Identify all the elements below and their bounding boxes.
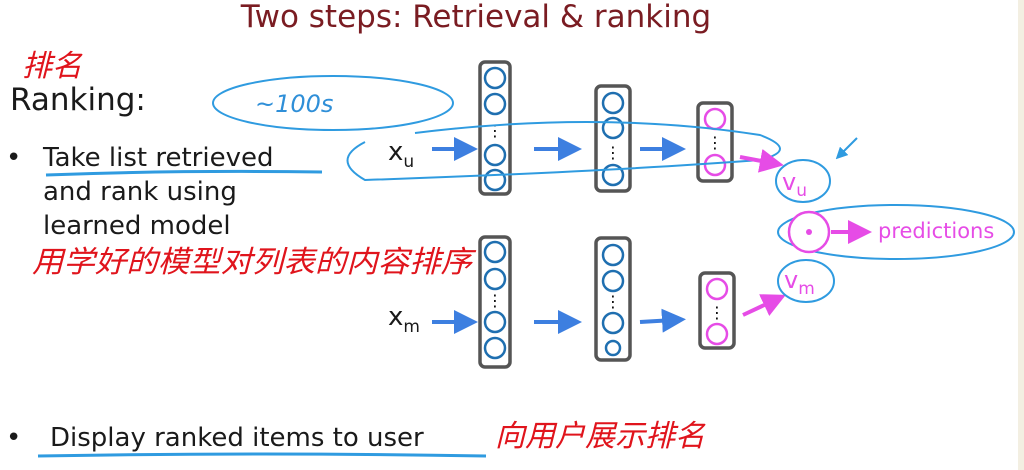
annotation-vu-circle: [775, 159, 831, 203]
movie-layer-3: ⋮: [698, 271, 736, 350]
bullet-1-line-2: and rank using: [43, 177, 237, 207]
svg-text:⋮: ⋮: [605, 292, 621, 311]
user-vector-label: vu: [782, 168, 807, 201]
bullet-1-line-3: learned model: [43, 211, 231, 241]
annotation-ranking-cn: 排名: [22, 49, 83, 84]
annotation-vm-circle: [777, 259, 835, 303]
underline-display: [37, 452, 487, 458]
user-layer-2: ⋮: [594, 84, 632, 193]
bullet-glyph: •: [6, 423, 21, 453]
bullet-glyph: •: [6, 143, 21, 173]
window-edge: [1018, 0, 1024, 470]
dot-product-dot: [806, 229, 812, 235]
annotation-arrow-icon: [835, 137, 858, 160]
svg-text:⋮: ⋮: [707, 133, 723, 152]
arrow-icon: [742, 294, 786, 317]
user-layer-3: ⋮: [696, 101, 734, 183]
arrow-icon: [639, 308, 686, 333]
svg-text:⋮: ⋮: [487, 291, 503, 310]
user-input-label: xu: [388, 137, 414, 172]
slide-title: Two steps: Retrieval & ranking: [240, 0, 711, 35]
annotation-display-note-cn: 向用户展示排名: [495, 419, 706, 454]
section-heading: Ranking:: [10, 82, 146, 118]
annotation-count-ellipse: [212, 75, 454, 131]
underline-take-list: [45, 169, 323, 177]
movie-layer-2: ⋮: [594, 236, 632, 362]
annotation-count-note: ~100s: [255, 90, 333, 118]
svg-text:⋮: ⋮: [605, 143, 621, 162]
svg-text:⋮: ⋮: [709, 303, 725, 322]
bullet-1-line-1: Take list retrieved: [42, 143, 273, 173]
movie-input-label: xm: [388, 302, 420, 337]
arrow-icon: [739, 148, 784, 173]
annotation-model-note-cn: 用学好的模型对列表的内容排序: [32, 245, 476, 280]
predictions-label: predictions: [878, 219, 994, 243]
bullet-2-line-1: Display ranked items to user: [50, 423, 424, 453]
movie-layer-1: ⋮: [478, 235, 512, 369]
movie-vector-label: vm: [784, 266, 815, 299]
annotation-predictions-ellipse: [777, 204, 1015, 260]
